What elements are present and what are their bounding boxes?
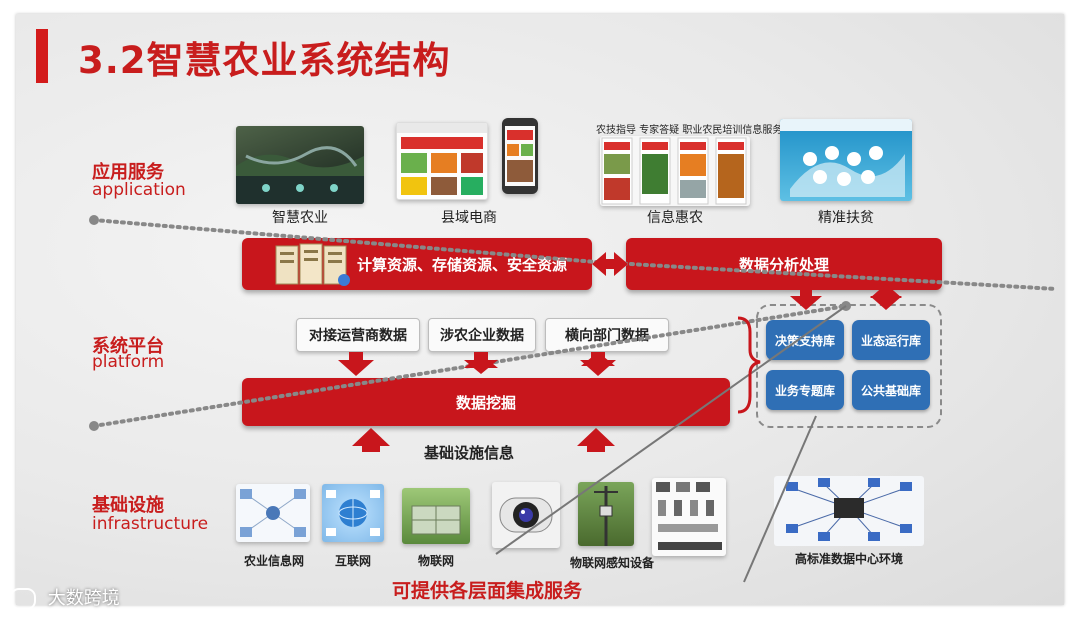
slide: 3.2智慧农业系统结构 应用服务 application 系统平台 platfo… [16, 14, 1064, 605]
watermark: 大数跨境 [10, 584, 120, 610]
double-arrow-resources-analysis [592, 252, 628, 276]
watermark-text: 大数跨境 [48, 588, 120, 609]
connectors-overlay [16, 14, 1064, 605]
arrows-sources-mining [338, 352, 616, 376]
footer-integration-services: 可提供各层面集成服务 [392, 576, 582, 603]
bracket-platform-db [738, 318, 760, 412]
watermark-logo-icon [10, 588, 36, 610]
dotted-guide-lines [89, 215, 1056, 582]
arrows-infra-to-mining [352, 428, 615, 452]
